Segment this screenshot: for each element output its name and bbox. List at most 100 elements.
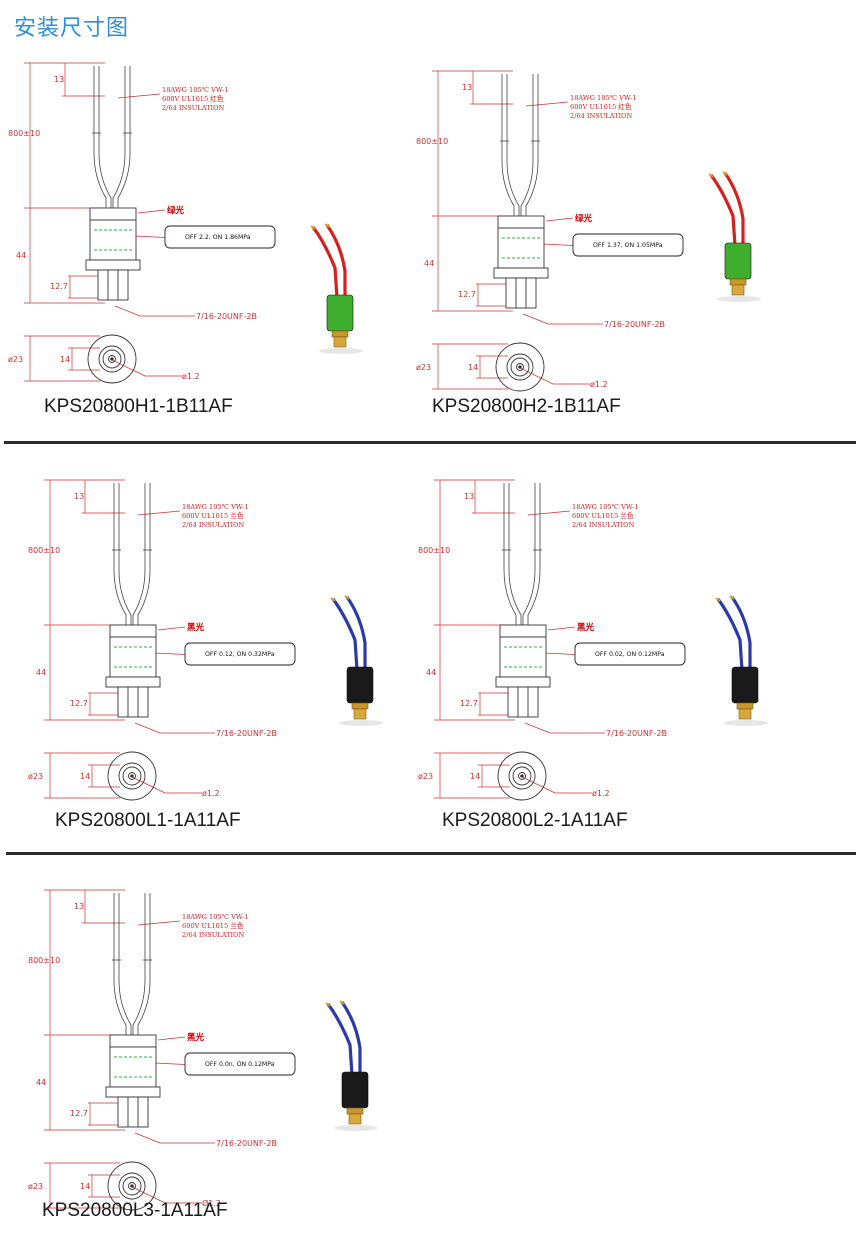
dim-hole-label: ø1.2 xyxy=(592,789,610,798)
dim-inner-label: 14 xyxy=(60,355,70,364)
dim-diameter-label: ø23 xyxy=(418,772,433,781)
dim-inner-label: 14 xyxy=(470,772,480,781)
dim-inner-label: 14 xyxy=(468,363,478,372)
technical-drawing: 800±10 13 44 12.7 ø23 14 ø1.2 7/16-20UNF… xyxy=(8,62,276,384)
sensor-body xyxy=(105,624,161,718)
wire-outline xyxy=(112,483,152,627)
wire-spec-line-3: 2/64 INSULATION xyxy=(570,112,633,120)
dim-diameter-label: ø23 xyxy=(416,363,431,372)
dim-length-label: 800±10 xyxy=(28,546,60,555)
wire-spec-line-2: 600V UL1015 红色 xyxy=(570,102,632,111)
dim-diameter-label: ø23 xyxy=(28,1182,43,1191)
dim-strip-label: 13 xyxy=(462,83,472,92)
switch-spec-label: OFF 0.02, ON 0.12MPa xyxy=(595,651,665,658)
dim-hole-label: ø1.2 xyxy=(202,789,220,798)
dim-hole-label: Ø1.2 xyxy=(202,1198,221,1208)
sensor-body xyxy=(495,624,551,718)
sensor-body xyxy=(105,1034,161,1128)
switch-spec-label: OFF 0.0n, ON 0.12MPa xyxy=(205,1061,275,1068)
dim-hole-label: ø1.2 xyxy=(182,372,200,381)
wire-spec-line-3: 2/64 INSULATION xyxy=(182,931,245,939)
dim-body-label: 44 xyxy=(424,259,434,268)
technical-drawing: 800±10 13 44 12.7 ø23 14 Ø1.2 7/16-20UNF… xyxy=(28,889,296,1211)
product-photo xyxy=(715,595,768,726)
dim-hex-label: 12.7 xyxy=(70,699,88,708)
wire-spec-line-1: 18AWG 105℃ VW-1 xyxy=(162,86,229,94)
dim-body-label: 44 xyxy=(426,668,436,677)
led-color-label: 绿光 xyxy=(167,205,185,216)
dim-thread-label: 7/16-20UNF-2B xyxy=(216,1139,277,1148)
section-divider xyxy=(6,852,856,855)
dim-inner-label: 14 xyxy=(80,1182,90,1191)
dim-thread-label: 7/16-20UNF-2B xyxy=(196,312,257,321)
dim-hex-label: 12.7 xyxy=(460,699,478,708)
dim-length-label: 800±10 xyxy=(28,956,60,965)
dimension-lines xyxy=(44,889,215,1209)
wire-spec-line-1: 18AWG 105℃ VW-1 xyxy=(570,94,637,102)
bottom-view xyxy=(497,751,547,801)
led-color-label: 黑光 xyxy=(187,622,205,633)
dim-hex-label: 12.7 xyxy=(458,290,476,299)
wire-outline xyxy=(500,74,540,218)
technical-drawing: 800±10 13 44 12.7 ø23 14 ø1.2 7/16-20UNF… xyxy=(418,479,686,801)
product-photo xyxy=(325,1000,378,1131)
bottom-view xyxy=(495,342,545,392)
dim-body-label: 44 xyxy=(16,251,26,260)
switch-spec-box xyxy=(184,1052,296,1076)
dim-inner-label: 14 xyxy=(80,772,90,781)
switch-spec-label: OFF 0.12, ON 0.32MPa xyxy=(205,651,275,658)
section-divider xyxy=(4,441,856,444)
wire-outline xyxy=(502,483,542,627)
dim-thread-label: 7/16-20UNF-2B xyxy=(604,320,665,329)
dim-length-label: 800±10 xyxy=(418,546,450,555)
bottom-view xyxy=(107,751,157,801)
switch-spec-box xyxy=(164,225,276,249)
dim-length-label: 800±10 xyxy=(8,129,40,138)
product-photo xyxy=(330,595,383,726)
led-color-label: 黑光 xyxy=(577,622,595,633)
wire-spec-line-2: 600V UL1015 红色 xyxy=(162,94,224,103)
dim-strip-label: 13 xyxy=(464,492,474,501)
wire-spec-line-3: 2/64 INSULATION xyxy=(182,521,245,529)
product-photo xyxy=(310,223,363,354)
technical-drawing: 800±10 13 44 12.7 ø23 14 ø1.2 7/16-20UNF… xyxy=(416,70,684,392)
wire-spec-line-2: 600V UL1015 兰色 xyxy=(572,511,634,520)
page-title: 安装尺寸图 xyxy=(14,16,130,41)
wire-spec-line-1: 18AWG 105℃ VW-1 xyxy=(182,503,249,511)
technical-drawing: 800±10 13 44 12.7 ø23 14 ø1.2 7/16-20UNF… xyxy=(28,479,296,801)
model-number: KPS20800H2-1B11AF xyxy=(432,396,621,417)
model-number: KPS20800L1-1A11AF xyxy=(55,810,241,831)
dimension-lines xyxy=(44,479,215,799)
dim-strip-label: 13 xyxy=(74,902,84,911)
wire-spec-line-2: 600V UL1015 兰色 xyxy=(182,921,244,930)
switch-spec-box xyxy=(574,642,686,666)
led-color-label: 绿光 xyxy=(575,213,593,224)
bottom-view xyxy=(87,334,137,384)
dim-hex-label: 12.7 xyxy=(50,282,68,291)
wire-spec-line-2: 600V UL1015 兰色 xyxy=(182,511,244,520)
model-number: KPS20800H1-1B11AF xyxy=(44,396,233,417)
switch-spec-box xyxy=(184,642,296,666)
model-number: KPS20800L2-1A11AF xyxy=(442,810,628,831)
wire-spec-line-3: 2/64 INSULATION xyxy=(572,521,635,529)
dim-hex-label: 12.7 xyxy=(70,1109,88,1118)
dim-hole-label: ø1.2 xyxy=(590,380,608,389)
wire-spec-line-3: 2/64 INSULATION xyxy=(162,104,225,112)
bottom-view xyxy=(107,1161,157,1211)
dim-diameter-label: ø23 xyxy=(28,772,43,781)
sensor-body xyxy=(493,215,549,309)
sensor-body xyxy=(85,207,141,301)
dim-length-label: 800±10 xyxy=(416,137,448,146)
wire-spec-line-1: 18AWG 105℃ VW-1 xyxy=(182,913,249,921)
switch-spec-box xyxy=(572,233,684,257)
wire-outline xyxy=(92,66,132,210)
switch-spec-label: OFF 2.2, ON 1.86MPa xyxy=(185,234,251,241)
dim-body-label: 44 xyxy=(36,668,46,677)
dim-strip-label: 13 xyxy=(54,75,64,84)
dim-body-label: 44 xyxy=(36,1078,46,1087)
dim-strip-label: 13 xyxy=(74,492,84,501)
dim-thread-label: 7/16-20UNF-2B xyxy=(216,729,277,738)
wire-outline xyxy=(112,893,152,1037)
dimension-lines xyxy=(434,479,605,799)
dim-diameter-label: ø23 xyxy=(8,355,23,364)
